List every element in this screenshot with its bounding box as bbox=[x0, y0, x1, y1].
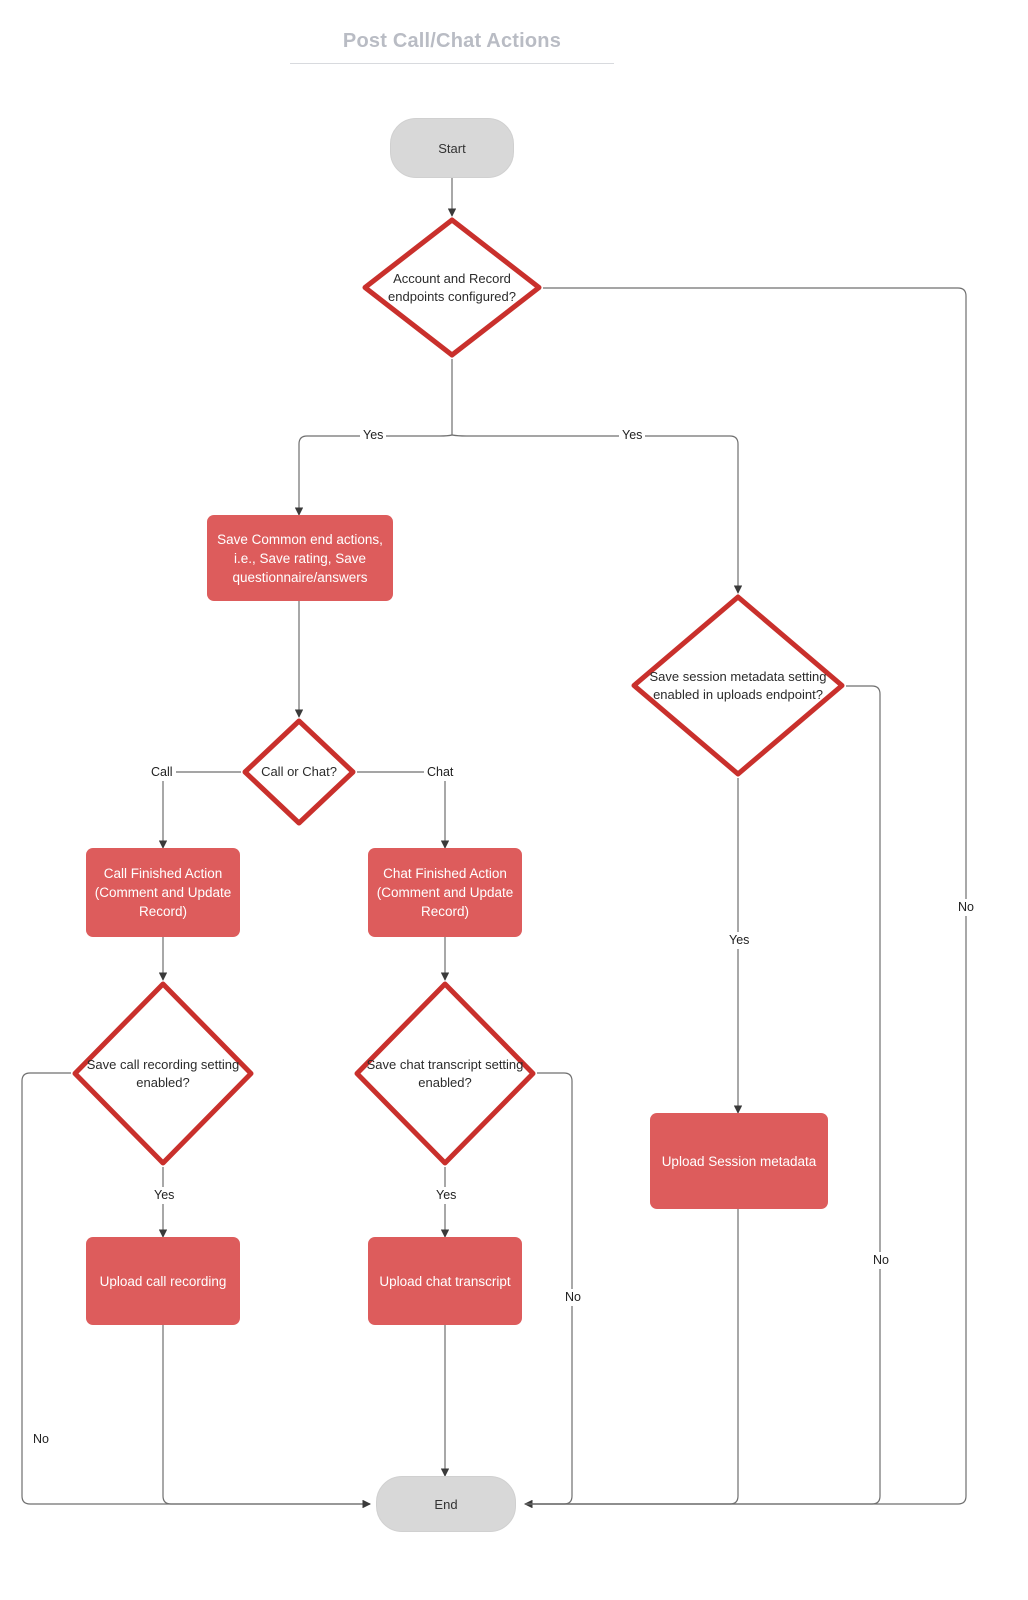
node-process-call-finished-action[interactable]: Call Finished Action (Comment and Update… bbox=[86, 848, 240, 937]
edge-label-branch-call: Call bbox=[148, 764, 176, 781]
edge-label-session-metadata-yes: Yes bbox=[726, 932, 753, 949]
node-decision-save-call-recording-label: Save call recording setting enabled? bbox=[86, 1056, 240, 1090]
edge-label-endpoints-no-right: No bbox=[955, 899, 977, 916]
diamond-shape-icon bbox=[72, 981, 254, 1166]
diamond-shape-icon bbox=[631, 594, 845, 777]
title-divider bbox=[290, 63, 614, 64]
node-process-chat-finished-action[interactable]: Chat Finished Action (Comment and Update… bbox=[368, 848, 522, 937]
node-end[interactable]: End bbox=[376, 1476, 516, 1532]
node-decision-endpoints-label: Account and Record endpoints configured? bbox=[388, 270, 516, 304]
node-process-upload-call-recording[interactable]: Upload call recording bbox=[86, 1237, 240, 1325]
node-process-upload-chat-transcript[interactable]: Upload chat transcript bbox=[368, 1237, 522, 1325]
node-decision-save-chat-transcript-label: Save chat transcript setting enabled? bbox=[366, 1056, 524, 1090]
node-decision-call-or-chat-label: Call or Chat? bbox=[261, 764, 337, 779]
node-process-save-common-end-actions[interactable]: Save Common end actions, i.e., Save rati… bbox=[207, 515, 393, 601]
node-decision-save-call-recording[interactable]: Save call recording setting enabled? bbox=[71, 980, 255, 1167]
diagram-title-text: Post Call/Chat Actions bbox=[342, 30, 562, 52]
diamond-shape-icon bbox=[242, 718, 356, 826]
diamond-shape-icon bbox=[354, 981, 536, 1166]
edge-label-endpoints-yes-left: Yes bbox=[360, 427, 387, 444]
edge-label-call-recording-yes: Yes bbox=[151, 1187, 178, 1204]
edge-label-call-recording-no: No bbox=[30, 1431, 52, 1448]
node-decision-save-session-metadata[interactable]: Save session metadata setting enabled in… bbox=[630, 593, 846, 778]
node-decision-endpoints-configured[interactable]: Account and Record endpoints configured? bbox=[361, 216, 543, 359]
edge-label-chat-transcript-no: No bbox=[562, 1289, 584, 1306]
node-decision-save-chat-transcript[interactable]: Save chat transcript setting enabled? bbox=[353, 980, 537, 1167]
edge-label-branch-chat: Chat bbox=[424, 764, 457, 781]
node-decision-call-or-chat[interactable]: Call or Chat? bbox=[241, 717, 357, 827]
node-process-upload-session-metadata[interactable]: Upload Session metadata bbox=[650, 1113, 828, 1209]
diamond-shape-icon bbox=[362, 217, 542, 358]
node-start[interactable]: Start bbox=[390, 118, 514, 178]
diagram-title: Post Call/Chat Actions bbox=[290, 28, 614, 64]
edge-label-endpoints-yes-right: Yes bbox=[619, 427, 646, 444]
edge-label-chat-transcript-yes: Yes bbox=[433, 1187, 460, 1204]
edge-label-session-metadata-no: No bbox=[870, 1252, 892, 1269]
node-decision-save-session-metadata-label: Save session metadata setting enabled in… bbox=[649, 668, 827, 702]
